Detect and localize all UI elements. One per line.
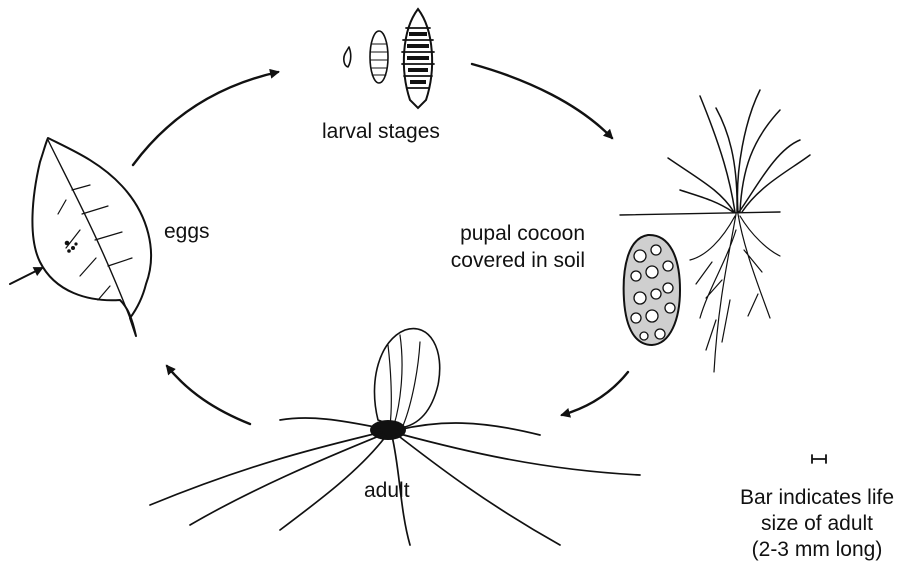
arrow-pupa-to-adult: [562, 372, 628, 415]
larva-icon: [344, 9, 434, 108]
label-adult: adult: [364, 477, 410, 504]
arrow-adult-to-eggs: [167, 366, 250, 424]
label-pupal-line2: covered in soil: [400, 247, 585, 274]
leaf-icon: [32, 138, 151, 336]
scale-bar-icon: [812, 455, 826, 463]
scale-note: Bar indicates life size of adult (2-3 mm…: [722, 485, 908, 563]
label-pupal-cocoon: pupal cocoon covered in soil: [400, 220, 585, 274]
arrow-eggs-to-larvae: [133, 72, 278, 165]
scale-note-line1: Bar indicates life: [722, 485, 908, 511]
adult-fly-icon: [150, 329, 640, 545]
arrow-into-leaf: [10, 268, 42, 284]
label-eggs: eggs: [164, 218, 210, 245]
scale-note-line2: size of adult: [722, 511, 908, 537]
pupal-cocoon-icon: [624, 235, 680, 345]
arrow-larvae-to-pupa: [472, 64, 612, 138]
scale-note-line3: (2-3 mm long): [722, 537, 908, 563]
label-pupal-line1: pupal cocoon: [400, 220, 585, 247]
label-larval-stages: larval stages: [322, 118, 440, 145]
